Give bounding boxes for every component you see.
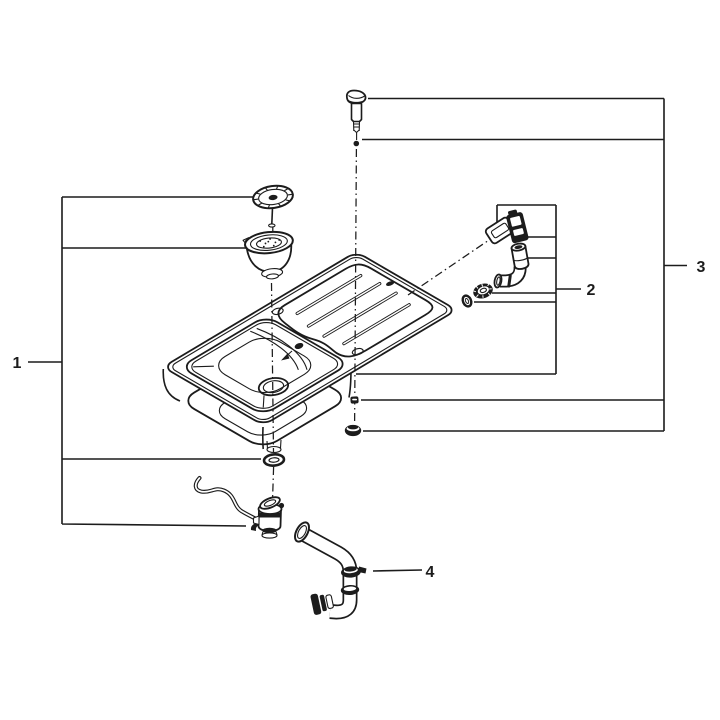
trap-clamp-tab xyxy=(358,566,367,574)
callout-4: 4 xyxy=(373,564,435,581)
sink-basin xyxy=(180,316,349,415)
strainer-basket-part xyxy=(242,230,296,282)
basket-perforations xyxy=(259,238,281,248)
callout-2-label: 2 xyxy=(587,282,596,299)
drain-hole xyxy=(253,374,294,398)
trap-clamp-nut-bottom xyxy=(340,584,360,596)
sink-with-drainboard xyxy=(163,252,457,453)
strainer-plug-part xyxy=(252,183,295,210)
overflow-o-ring xyxy=(461,294,473,307)
callout-1-label: 1 xyxy=(13,355,22,372)
trap-outlet-coupling xyxy=(310,593,334,615)
trap-inlet-opening xyxy=(292,520,312,544)
callout-3-label: 3 xyxy=(697,259,706,276)
drain-outlet-part xyxy=(196,478,285,538)
sealing-ring-part xyxy=(264,454,285,467)
drainboard-outlet-mark xyxy=(386,281,395,286)
overflow-body xyxy=(511,243,529,270)
pointer-arrow-icon xyxy=(281,353,290,361)
drainboard xyxy=(268,261,438,361)
fixing-nut-part xyxy=(350,396,359,404)
callout-1: 1 xyxy=(13,197,261,526)
trap-clamp-nut-top xyxy=(341,566,361,578)
brand-logo-mark xyxy=(294,342,304,350)
overflow-hose xyxy=(196,478,258,520)
rim-hole-top xyxy=(270,307,285,316)
callout-4-label: 4 xyxy=(426,564,435,581)
overflow-cover xyxy=(506,209,529,244)
rim-hole-bottom xyxy=(350,347,365,356)
overflow-set-part xyxy=(461,209,529,308)
callout-2: 2 xyxy=(356,205,596,374)
callout-3: 3 xyxy=(361,99,706,432)
overflow-nut xyxy=(473,281,493,299)
waste-trap-part xyxy=(292,520,367,615)
fixing-pin-part xyxy=(347,91,366,147)
pin-washer xyxy=(353,140,360,147)
cap-nut-part xyxy=(344,424,362,437)
